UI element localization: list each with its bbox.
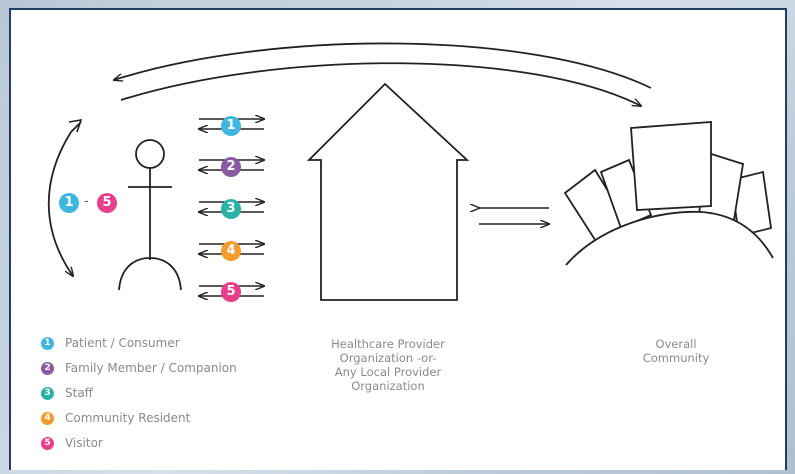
badge-2: 2	[221, 157, 241, 177]
arrow-person-to-community	[120, 62, 641, 106]
badge-1: 1	[221, 116, 241, 136]
badge-4: 4	[221, 241, 241, 261]
provider-caption-line: Healthcare Provider	[331, 337, 445, 351]
arrow-person-loop	[47, 131, 73, 276]
legend-dot: 3	[41, 387, 54, 400]
range-start-badge: 1	[59, 193, 79, 213]
diagram-panel: 1 2 3 4 5 1 - 5 1 Patient / Consumer 2 F…	[9, 8, 787, 470]
legend-dot: 1	[41, 337, 54, 350]
range-separator: -	[84, 194, 89, 209]
community-caption-line: Community	[642, 351, 710, 365]
provider-caption: Healthcare Provider Organization -or- An…	[311, 337, 465, 393]
community-buildings	[563, 121, 774, 266]
provider-house	[306, 82, 470, 301]
legend-label: Staff	[65, 386, 93, 400]
diagram-canvas	[47, 42, 774, 301]
range-end-badge: 5	[97, 193, 117, 213]
legend-label: Community Resident	[65, 411, 191, 425]
provider-caption-line: Any Local Provider	[334, 365, 442, 379]
legend-dot: 4	[41, 412, 54, 425]
legend-label: Family Member / Companion	[65, 361, 237, 375]
legend-label: Patient / Consumer	[65, 336, 180, 350]
provider-caption-line: Organization	[351, 379, 425, 393]
community-caption: Overall Community	[621, 337, 731, 365]
legend-dot: 5	[41, 437, 54, 450]
community-caption-line: Overall	[655, 337, 697, 351]
provider-caption-line: Organization -or-	[339, 351, 437, 365]
badge-3: 3	[221, 199, 241, 219]
badge-5: 5	[221, 282, 241, 302]
legend-label: Visitor	[65, 436, 103, 450]
arrow-community-to-person	[114, 42, 652, 89]
person-figure	[118, 139, 182, 291]
legend-dot: 2	[41, 362, 54, 375]
